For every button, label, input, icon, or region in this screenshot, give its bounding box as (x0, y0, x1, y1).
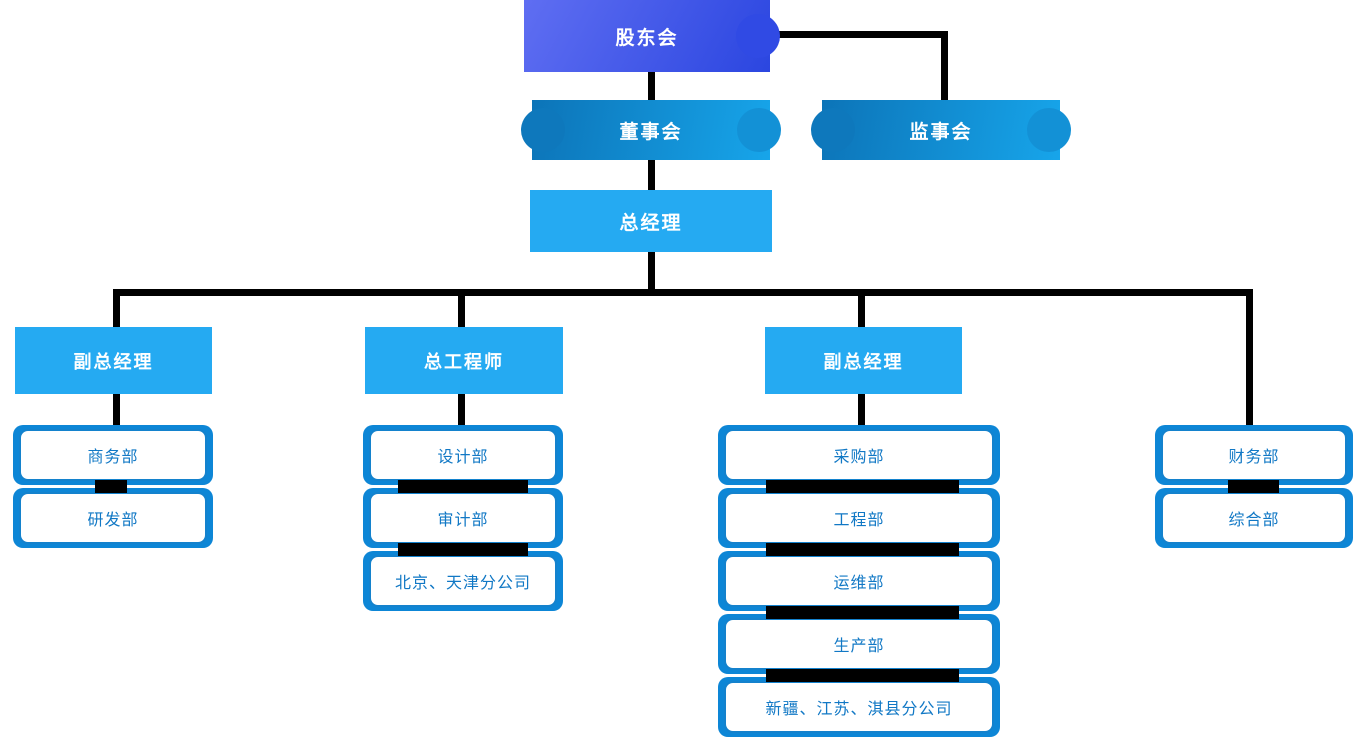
node-bump (737, 108, 781, 152)
department-label: 研发部 (19, 492, 207, 544)
connector-joint (766, 669, 959, 682)
connector-deputy-left-v (113, 289, 120, 327)
department-column-4: 财务部 综合部 (1155, 425, 1353, 551)
node-label: 副总经理 (73, 351, 154, 372)
connector-chief-engineer-depts (458, 394, 465, 427)
department-label: 财务部 (1161, 429, 1347, 481)
connector-joint (1228, 480, 1279, 493)
department-label: 综合部 (1161, 492, 1347, 544)
node-department: 研发部 (13, 488, 213, 548)
department-label: 审计部 (369, 492, 557, 544)
node-department: 新疆、江苏、淇县分公司 (718, 677, 1000, 737)
connector-joint (95, 480, 127, 493)
department-label: 运维部 (724, 555, 994, 607)
node-department: 审计部 (363, 488, 563, 548)
connector-joint (398, 480, 528, 493)
department-label: 采购部 (724, 429, 994, 481)
connector-joint (398, 543, 528, 556)
node-deputy-gm-left: 副总经理 (15, 327, 212, 394)
node-shareholders: 股东会 (524, 0, 780, 72)
department-label: 北京、天津分公司 (369, 555, 557, 607)
connector-chief-engineer-v (458, 289, 465, 327)
node-label: 监事会 (909, 121, 973, 143)
node-bump (811, 108, 855, 152)
connector-main-horizontal (113, 289, 1253, 296)
connector-shareholders-board (648, 72, 655, 100)
node-department: 运维部 (718, 551, 1000, 611)
node-department: 采购部 (718, 425, 1000, 485)
connector-finance-v (1246, 289, 1253, 427)
department-label: 设计部 (369, 429, 557, 481)
node-bump (736, 14, 780, 58)
node-chief-engineer: 总工程师 (365, 327, 563, 394)
node-general-manager: 总经理 (530, 190, 772, 252)
connector-joint (766, 606, 959, 619)
node-department: 商务部 (13, 425, 213, 485)
node-department: 财务部 (1155, 425, 1353, 485)
node-supervisors: 监事会 (811, 100, 1071, 160)
node-label: 总工程师 (424, 351, 504, 372)
node-department: 设计部 (363, 425, 563, 485)
connector-joint (766, 480, 959, 493)
connector-deputy-right-depts (858, 394, 865, 427)
connector-shareholders-supervisors-h (770, 31, 948, 38)
node-board: 董事会 (521, 100, 781, 160)
node-label: 董事会 (619, 121, 683, 143)
department-column-2: 设计部 审计部 北京、天津分公司 (363, 425, 563, 614)
node-deputy-gm-right: 副总经理 (765, 327, 962, 394)
connector-supervisors-v (941, 31, 948, 100)
department-column-3: 采购部 工程部 运维部 生产部 新疆、江苏、淇县分公司 (718, 425, 1000, 740)
department-label: 工程部 (724, 492, 994, 544)
connector-gm-trunk (648, 252, 655, 296)
node-department: 综合部 (1155, 488, 1353, 548)
connector-board-gm (648, 160, 655, 190)
department-label: 生产部 (724, 618, 994, 670)
department-label: 商务部 (19, 429, 207, 481)
node-label: 股东会 (615, 27, 679, 49)
connector-joint (766, 543, 959, 556)
node-label: 总经理 (619, 212, 683, 234)
connector-deputy-right-v (858, 289, 865, 327)
node-bump (521, 108, 565, 152)
connector-deputy-left-depts (113, 394, 120, 427)
node-bump (1027, 108, 1071, 152)
node-label: 副总经理 (823, 351, 904, 372)
node-department: 生产部 (718, 614, 1000, 674)
node-department: 北京、天津分公司 (363, 551, 563, 611)
department-column-1: 商务部 研发部 (13, 425, 213, 551)
department-label: 新疆、江苏、淇县分公司 (724, 681, 994, 733)
node-department: 工程部 (718, 488, 1000, 548)
